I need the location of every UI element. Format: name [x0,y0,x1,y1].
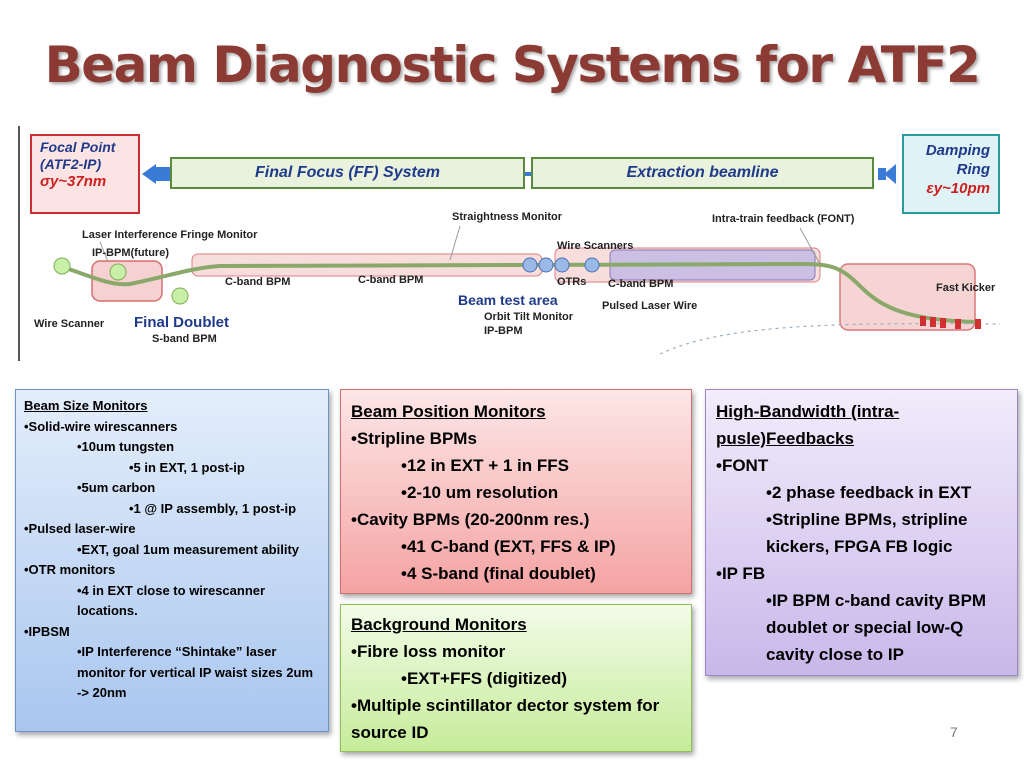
list-item: •Multiple scintillator dector system for… [351,696,660,742]
ff-system-box: Final Focus (FF) System [170,157,525,189]
list-item: •2-10 um resolution [401,483,559,502]
beam-size-title: Beam Size Monitors [24,398,148,413]
label-pulsed-laser: Pulsed Laser Wire [602,300,698,312]
kicker-magnet-5 [975,319,981,329]
kicker-magnet-3 [940,318,946,328]
focal-point-label: Focal Point [40,139,116,155]
focal-point-sub: (ATF2-IP) [40,156,102,172]
arrow-left-shaft [156,167,170,181]
beamline-drawing [53,164,1001,355]
list-item: •Stripline BPMs, stripline kickers, FPGA… [766,510,968,556]
label-beam-test: Beam test area [458,292,558,308]
label-ip-bpm-future: IP-BPM(future) [92,247,169,259]
extraction-box: Extraction beamline [531,157,874,189]
pointer-font [799,227,821,265]
beam-size-panel: Beam Size Monitors •Solid-wire wirescann… [15,389,329,732]
damping-ring-box: Damping Ring εy~10pm [902,134,1000,214]
ws-marker-3 [171,287,189,305]
label-otrs: OTRs [557,276,587,288]
ws-marker-1 [53,257,71,275]
list-item: •Pulsed laser-wire [24,521,136,536]
list-item: •FONT [716,456,769,475]
background-title: Background Monitors [351,615,527,634]
list-item: •Solid-wire wirescanners [24,418,178,434]
list-item: •41 C-band (EXT, FFS & IP) [401,537,616,556]
list-item: •5um carbon [77,480,156,495]
slide-title: Beam Diagnostic Systems for ATF2 [44,36,981,94]
label-cband-2: C-band BPM [358,274,424,286]
beamline-diagram: Focal Point (ATF2-IP) σy~37nm Damping Ri… [18,126,1008,361]
list-item: •10um tungsten [77,439,175,454]
otr-marker-3 [554,257,570,273]
arrow-connector [525,172,531,176]
beam-position-title: Beam Position Monitors [351,402,546,421]
label-wire-scanners: Wire Scanners [557,240,634,252]
list-item: •12 in EXT + 1 in FFS [401,456,569,475]
label-sband: S-band BPM [152,333,217,345]
otr-marker-2 [538,257,554,273]
feedbacks-panel: High-Bandwidth (intra-pusle)Feedbacks •F… [705,389,1018,676]
background-panel: Background Monitors •Fibre loss monitor … [340,604,692,752]
damping-ring-emittance: εy~10pm [926,180,990,197]
label-straightness: Straightness Monitor [452,211,563,223]
label-final-doublet: Final Doublet [134,314,229,331]
otr-marker-1 [522,257,538,273]
label-cband-3: C-band BPM [608,278,674,290]
list-item: •Cavity BPMs (20-200nm res.) [351,510,590,529]
kicker-magnet-4 [955,319,961,329]
beam-position-panel: Beam Position Monitors •Stripline BPMs •… [340,389,692,594]
list-item: •5 in EXT, 1 post-ip [129,459,245,475]
list-item: •Stripline BPMs [351,429,477,448]
arrow-left-icon-2 [884,164,896,184]
feedbacks-title: High-Bandwidth (intra-pusle)Feedbacks [716,402,900,448]
damping-ring-sub: Ring [956,161,990,178]
ring-path [659,322,1001,355]
list-item: •IPBSM [24,623,70,639]
kicker-magnet-2 [930,317,936,327]
label-font: Intra-train feedback (FONT) [712,213,855,225]
label-ip-bpm: IP-BPM [484,325,523,337]
list-item: •EXT, goal 1um measurement ability [77,541,300,557]
otr-marker-4 [584,257,600,273]
list-item: •IP BPM c-band cavity BPM doublet or spe… [766,591,987,664]
damping-ring-label: Damping [925,142,990,159]
list-item: •Fibre loss monitor [351,642,506,661]
list-item: •EXT+FFS (digitized) [401,669,568,688]
list-item: •1 @ IP assembly, 1 post-ip [129,500,297,516]
label-cband-1: C-band BPM [225,276,291,288]
label-wire-scanner: Wire Scanner [34,318,105,330]
label-orbit-tilt: Orbit Tilt Monitor [484,311,574,323]
beamline-path [59,261,981,324]
kicker-magnet-1 [920,316,926,326]
ws-marker-2 [109,263,127,281]
list-item: •2 phase feedback in EXT [766,483,972,502]
pointer-fringe [99,241,109,263]
page-number: 7 [950,724,958,740]
list-item: •4 in EXT close to wirescanner locations… [77,582,266,619]
kicker-highlight [839,263,976,331]
pointer-straightness [449,225,461,261]
list-item: •OTR monitors [24,562,116,577]
list-item: •4 S-band (final doublet) [401,564,596,583]
label-fringe: Laser Interference Fringe Monitor [82,229,258,241]
label-fast-kicker: Fast Kicker [936,282,996,294]
list-item: •IP FB [716,564,766,583]
focal-point-box: Focal Point (ATF2-IP) σy~37nm [30,134,140,214]
arrow-left-icon [142,164,156,184]
focal-point-sigma: σy~37nm [40,173,107,190]
fd-highlight [91,260,163,302]
arrow-shaft-2 [878,168,886,180]
list-item: •IP Interference “Shintake” laser monito… [77,644,314,700]
